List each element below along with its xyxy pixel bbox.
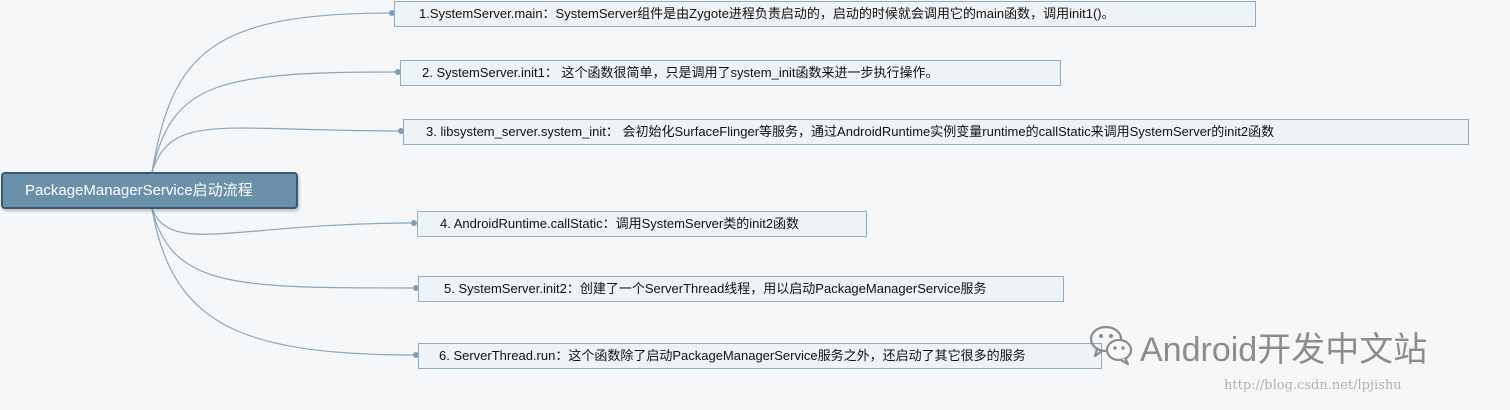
root-topic-label: PackageManagerService启动流程	[25, 182, 253, 199]
subtopic-label: 4. AndroidRuntime.callStatic：调用SystemSer…	[440, 216, 800, 231]
subtopic-6[interactable]: 6. ServerThread.run：这个函数除了启动PackageManag…	[418, 343, 1102, 369]
connector-line	[151, 12, 393, 173]
watermark-text: Android开发中文站	[1140, 331, 1428, 369]
subtopic-2[interactable]: 2. SystemServer.init1： 这个函数很简单，只是调用了syst…	[400, 60, 1061, 86]
connector-dot	[411, 220, 417, 226]
subtopic-label: 1.SystemServer.main：SystemServer组件是由Zygo…	[419, 6, 1115, 21]
connector-group	[151, 10, 419, 358]
subtopic-4[interactable]: 4. AndroidRuntime.callStatic：调用SystemSer…	[417, 211, 867, 237]
wechat-icon	[1089, 325, 1133, 366]
connector-dot	[413, 352, 419, 358]
connector-dot	[398, 128, 404, 134]
watermark-url: http://blog.csdn.net/lpjishu	[1224, 378, 1402, 393]
subtopic-label: 5. SystemServer.init2：创建了一个ServerThread线…	[444, 281, 987, 296]
connector-dot	[395, 69, 401, 75]
subtopic-label: 6. ServerThread.run：这个函数除了启动PackageManag…	[439, 348, 1026, 363]
connector-line	[151, 208, 417, 356]
watermark: Android开发中文站 http://blog.csdn.net/lpjish…	[1088, 318, 1488, 398]
subtopic-label: 3. libsystem_server.system_init： 会初始化Sur…	[426, 124, 1275, 139]
subtopic-3[interactable]: 3. libsystem_server.system_init： 会初始化Sur…	[403, 119, 1469, 145]
connector-dot	[413, 285, 419, 291]
subtopic-1[interactable]: 1.SystemServer.main：SystemServer组件是由Zygo…	[394, 1, 1256, 27]
root-topic[interactable]: PackageManagerService启动流程	[1, 172, 298, 209]
subtopic-5[interactable]: 5. SystemServer.init2：创建了一个ServerThread线…	[418, 276, 1064, 302]
connector-dot	[389, 10, 395, 16]
connector-line	[151, 208, 417, 289]
connector-line	[151, 127, 402, 173]
subtopic-label: 2. SystemServer.init1： 这个函数很简单，只是调用了syst…	[422, 65, 939, 80]
connector-line	[151, 71, 399, 173]
connector-line	[151, 208, 415, 235]
